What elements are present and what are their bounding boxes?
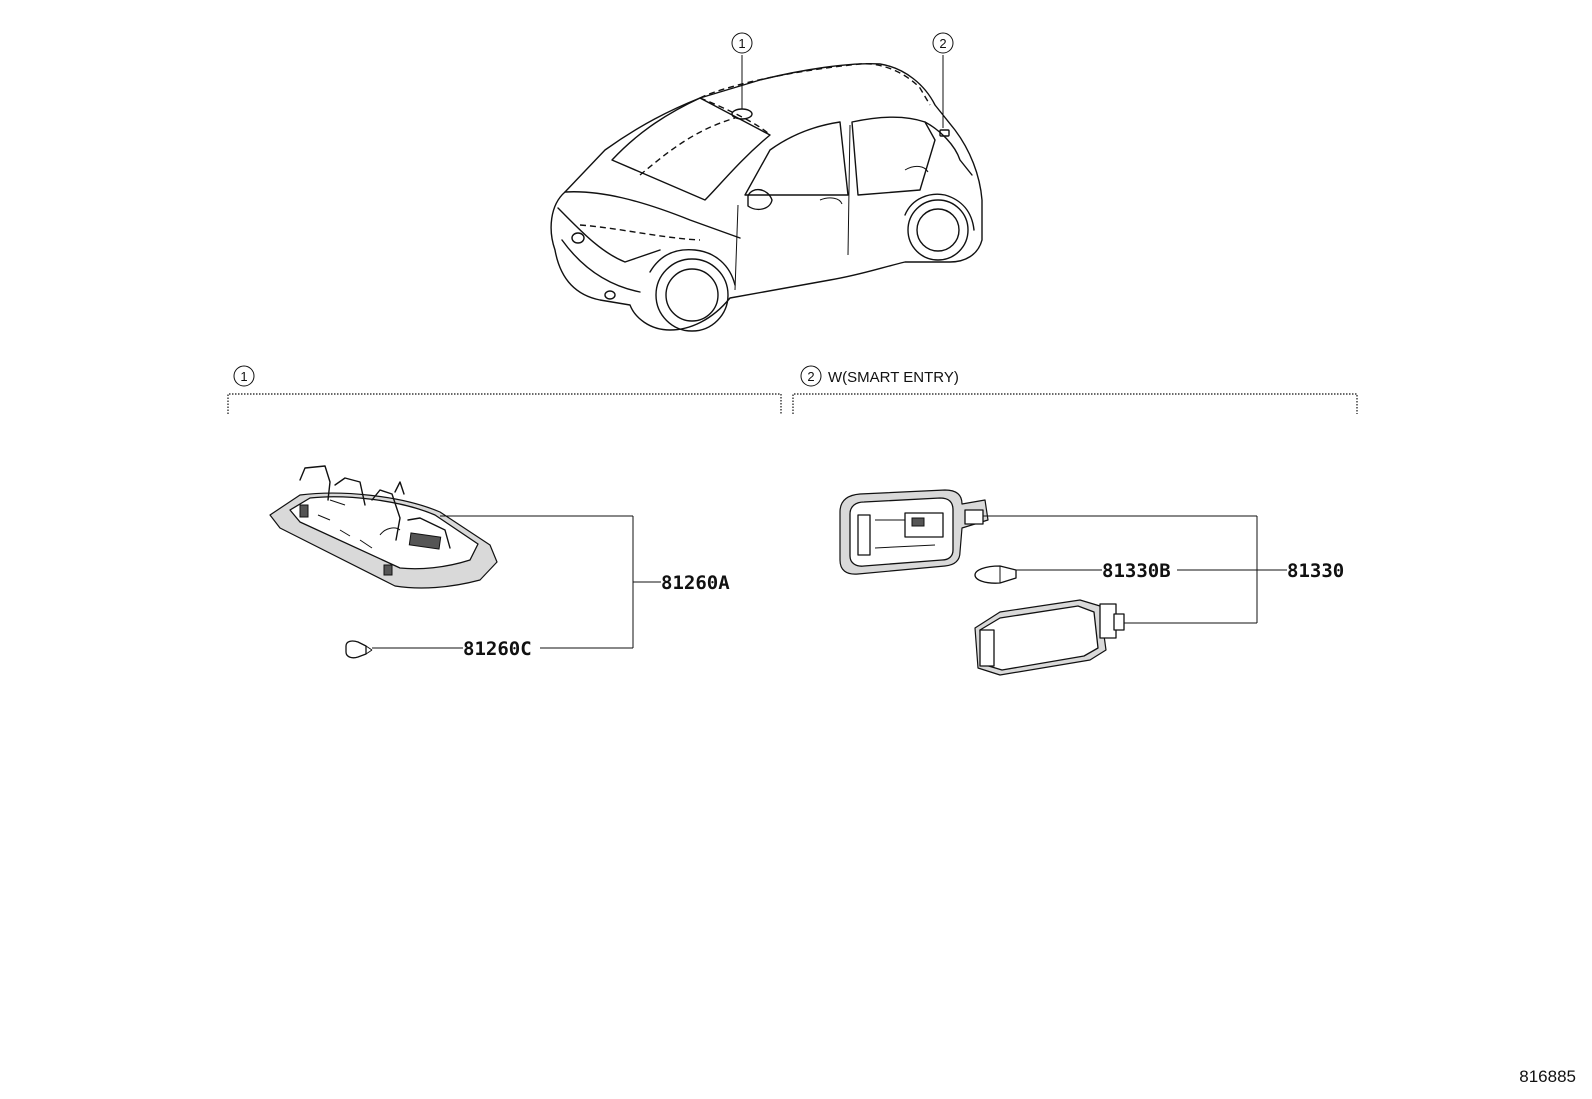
svg-text:2: 2 [807, 369, 814, 384]
diagram-reference-code: 816885 [1519, 1067, 1576, 1086]
svg-text:1: 1 [738, 36, 745, 51]
section-1-header: 1 [227, 365, 782, 414]
bulb-81260C-illustration [345, 640, 373, 659]
bulb-81330B-illustration [974, 565, 1017, 584]
smart-entry-lamp-housing-illustration [839, 489, 989, 575]
part-label-81330B: 81330B [1102, 560, 1171, 582]
part-label-81260C: 81260C [463, 638, 532, 660]
part-label-81330: 81330 [1287, 560, 1344, 582]
part-label-81260A: 81260A [661, 572, 730, 594]
vehicle-illustration [550, 55, 983, 332]
svg-text:1: 1 [240, 369, 247, 384]
svg-text:2: 2 [939, 36, 946, 51]
vehicle-callout-2: 2 [932, 32, 954, 54]
section-2-header: 2 W(SMART ENTRY) [792, 365, 1358, 414]
dome-lamp-assembly-illustration [269, 465, 498, 589]
section-2-note: W(SMART ENTRY) [828, 369, 959, 386]
vehicle-callout-1: 1 [731, 32, 753, 54]
smart-entry-lamp-lens-illustration [974, 599, 1125, 676]
